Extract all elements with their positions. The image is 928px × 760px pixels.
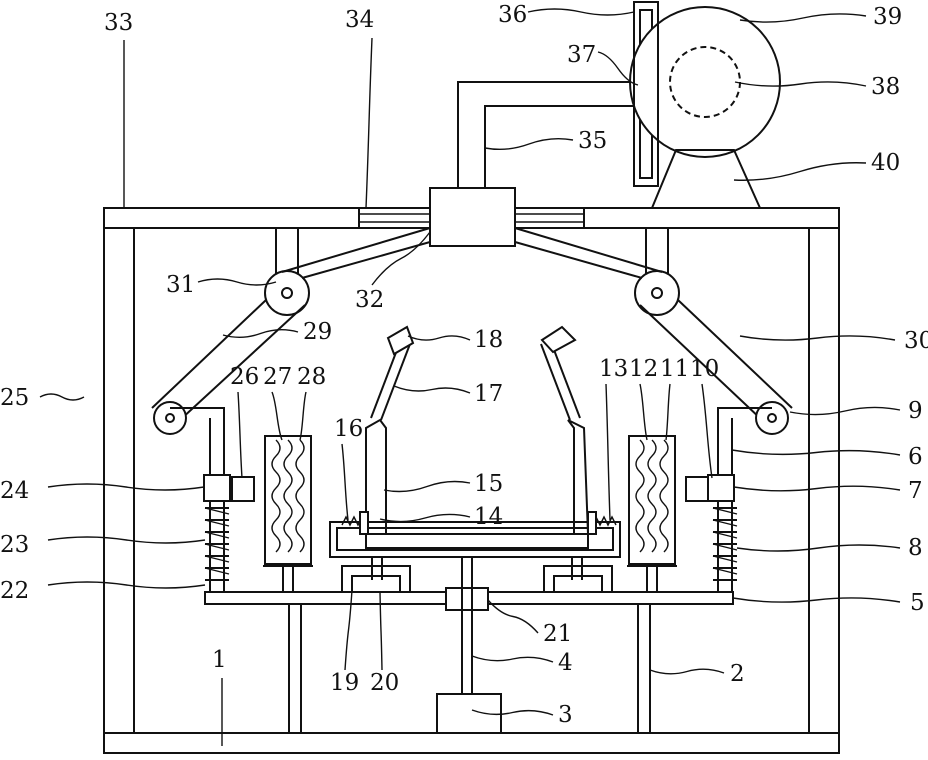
right-spring-assembly [686,402,788,598]
leader-line [48,537,205,543]
part-label: 13 [599,356,628,382]
part-label: 29 [303,319,332,345]
leader-line [666,384,670,440]
part-label: 10 [690,356,719,382]
left-spring-assembly [154,402,254,598]
part-labels: 1234567891011121314151617181920212223242… [0,2,928,728]
part-label: 20 [370,670,399,696]
part-label: 39 [873,4,902,30]
leader-line [740,336,895,340]
leader-line [408,336,470,340]
leader-line [732,450,900,455]
leader-line [485,139,573,150]
part-label: 6 [908,444,923,470]
part-label: 40 [871,150,900,176]
part-label: 23 [0,532,29,558]
part-label: 22 [0,578,29,604]
leader-line [734,163,866,181]
part-label: 7 [908,478,923,504]
leader-line [372,232,430,285]
part-label: 21 [543,621,572,647]
leader-line [640,384,647,440]
leader-line [342,444,348,520]
part-label: 16 [334,416,363,442]
part-label: 1 [212,647,227,673]
leader-line [366,38,372,208]
bearing-block [446,588,488,610]
leader-line [300,392,306,440]
part-label: 3 [558,702,573,728]
part-label: 24 [0,478,29,504]
leader-line [740,14,866,22]
leader-line [40,394,84,400]
part-label: 18 [474,327,503,353]
bent-rod [458,82,634,188]
mechanical-parts [104,2,839,753]
leader-line [790,407,900,414]
part-label: 11 [660,356,689,382]
part-label: 33 [104,10,133,36]
part-label: 9 [908,398,923,424]
part-label: 17 [474,381,503,407]
leader-line [384,481,470,491]
slider-block [430,188,515,246]
part-label: 34 [345,7,374,33]
leader-line [48,484,204,490]
part-label: 35 [578,128,607,154]
part-label: 12 [629,356,658,382]
leader-line [734,486,900,491]
base-plate [104,733,839,753]
part-label: 32 [355,287,384,313]
part-label: 2 [730,661,745,687]
leader-line [48,582,205,588]
part-label: 31 [166,272,195,298]
leader-line [737,545,900,551]
tray-feet [342,557,612,592]
wheel [630,7,780,157]
support-stand [652,150,760,208]
part-label: 28 [297,364,326,390]
part-label: 27 [263,364,292,390]
leader-line [238,392,242,478]
leader-line [394,386,470,393]
leader-line [472,656,553,662]
part-label: 36 [498,2,527,28]
leader-line [272,392,282,440]
leader-line [528,9,634,15]
leader-line [380,514,470,521]
part-label: 4 [558,650,573,676]
leader-line [198,279,276,285]
part-label: 26 [230,364,259,390]
leader-line [733,598,900,602]
part-label: 25 [0,385,29,411]
part-label: 5 [910,590,925,616]
cables [152,228,792,420]
part-label: 19 [330,670,359,696]
part-label: 38 [871,74,900,100]
leader-line [702,384,712,478]
part-label: 14 [474,504,503,530]
part-label: 15 [474,471,503,497]
part-label: 30 [904,328,928,354]
leader-line [606,384,610,520]
part-label: 37 [567,42,596,68]
leader-line [650,669,724,674]
part-label: 8 [908,535,923,561]
